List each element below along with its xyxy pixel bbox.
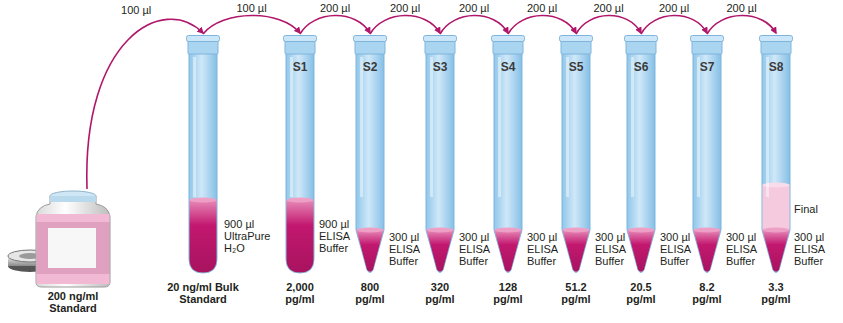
transfer-volume: 200 µl [388,2,422,14]
sample-tube: S3300 µl ELISA Buffer320 pg/ml [423,35,505,317]
buffer-volume: 300 µl ELISA Buffer [794,231,840,267]
concentration-label: 800 pg/ml [350,281,390,305]
sample-tube: S8Final 300 µl ELISA Buffer 3.3 pg/ml [759,35,841,317]
transfer-volume: 200 µl [657,2,691,14]
concentration-label: 3.3 pg/ml [756,281,796,305]
transfer-arrow [576,15,641,34]
transfer-arrow [203,15,300,34]
transfer-arrow [87,19,203,189]
sample-tube: 900 µl UltraPure H₂O20 ng/ml Bulk Standa… [186,35,268,317]
transfer-arrow [440,15,508,34]
concentration-label: 51.2 pg/ml [556,281,596,305]
concentration-label: 20.5 pg/ml [621,281,661,305]
transfer-volume: 100 µl [119,4,153,16]
concentration-label: 128 pg/ml [488,281,528,305]
tube-id: S8 [759,61,793,73]
concentration-label: 320 pg/ml [420,281,460,305]
tube-id: S7 [690,61,724,73]
transfer-volume: 200 µl [591,2,625,14]
transfer-arrow [370,15,440,34]
transfer-volume: 200 µl [525,2,559,14]
concentration-label: 2,000 pg/ml [280,281,320,305]
transfer-arrow [707,15,776,34]
tube-id: S3 [423,61,457,73]
standard-vial [28,190,118,288]
transfer-volume: 200 µl [457,2,491,14]
buffer-volume: 900 µl UltraPure H₂O [224,218,280,254]
transfer-volume: 100 µl [234,2,268,14]
sample-tube: S1900 µl ELISA Buffer2,000 pg/ml [283,35,365,317]
transfer-arrow [641,15,707,34]
tube-id: S6 [624,61,658,73]
transfer-volume: 200 µl [318,2,352,14]
concentration-label: 200 ng/ml Standard [34,290,112,314]
transfer-arrow [300,15,370,34]
tube-id: S2 [353,61,387,73]
tube-id: S1 [283,61,317,73]
sample-tube: S7300 µl ELISA Buffer8.2 pg/ml [690,35,772,317]
standard-vial: 200 ng/ml Standard [28,190,118,318]
sample-tube: S2300 µl ELISA Buffer800 pg/ml [353,35,435,317]
final-label: Final [794,203,840,215]
tube-id: S5 [559,61,593,73]
concentration-label: 8.2 pg/ml [687,281,727,305]
sample-tube: S4300 µl ELISA Buffer128 pg/ml [491,35,573,317]
transfer-volume: 200 µl [724,2,758,14]
tube-shape [186,35,220,275]
concentration-label: 20 ng/ml Bulk Standard [156,281,250,305]
transfer-arrow [508,15,576,34]
tube-id: S4 [491,61,525,73]
